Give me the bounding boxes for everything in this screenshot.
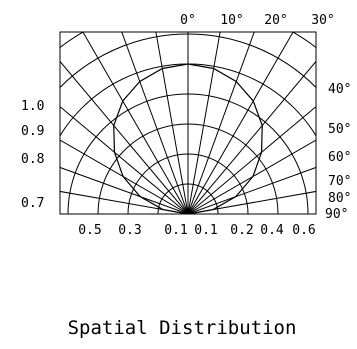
grid-spoke-2 xyxy=(60,166,189,214)
left-tick-0-7: 0.7 xyxy=(21,196,44,211)
angle-label-10: 10° xyxy=(220,13,243,28)
angle-label-0: 0° xyxy=(180,13,196,28)
intensity-curve-layer xyxy=(113,63,263,214)
bottom-tick-0-2: 0.2 xyxy=(230,223,253,238)
grid-spoke-11 xyxy=(187,32,255,214)
bottom-tick-0-1-left: 0.1 xyxy=(164,223,187,238)
angle-label-30: 30° xyxy=(311,13,334,28)
bottom-tick-0-6: 0.6 xyxy=(292,223,315,238)
angle-label-60: 60° xyxy=(328,150,351,165)
grid-spoke-5 xyxy=(60,60,189,214)
grid-spoke-13 xyxy=(187,60,316,214)
bottom-tick-0-1-right: 0.1 xyxy=(194,223,217,238)
angle-label-90: 90° xyxy=(325,207,348,222)
angle-label-70: 70° xyxy=(328,174,351,189)
chart-caption: Spatial Distribution xyxy=(68,317,297,339)
bottom-tick-0-4: 0.4 xyxy=(260,223,284,238)
bottom-tick-0-3: 0.3 xyxy=(118,223,141,238)
intensity-curve-0 xyxy=(113,63,263,214)
grid-spoke-15 xyxy=(187,139,316,214)
grid-spoke-17 xyxy=(187,190,316,214)
left-tick-0-8: 0.8 xyxy=(21,152,44,167)
grid-spoke-8 xyxy=(155,32,189,214)
grid-spoke-12 xyxy=(187,32,294,214)
grid-spoke-3 xyxy=(60,139,189,214)
left-tick-0-9: 0.9 xyxy=(21,124,44,139)
angle-label-80: 80° xyxy=(328,191,351,206)
angle-label-50: 50° xyxy=(328,122,351,137)
angle-label-20: 20° xyxy=(264,13,287,28)
grid-spoke-1 xyxy=(60,190,189,214)
grid-spoke-7 xyxy=(121,32,189,214)
grid-spoke-16 xyxy=(187,166,316,214)
grid-spoke-14 xyxy=(187,105,316,214)
left-tick-1-0: 1.0 xyxy=(21,99,44,114)
plot-frame xyxy=(59,31,317,215)
grid-spoke-10 xyxy=(187,32,221,214)
angle-label-40: 40° xyxy=(328,82,351,97)
grid-spoke-4 xyxy=(60,105,189,214)
grid-spoke-6 xyxy=(82,32,189,214)
bottom-tick-0-5: 0.5 xyxy=(78,223,101,238)
